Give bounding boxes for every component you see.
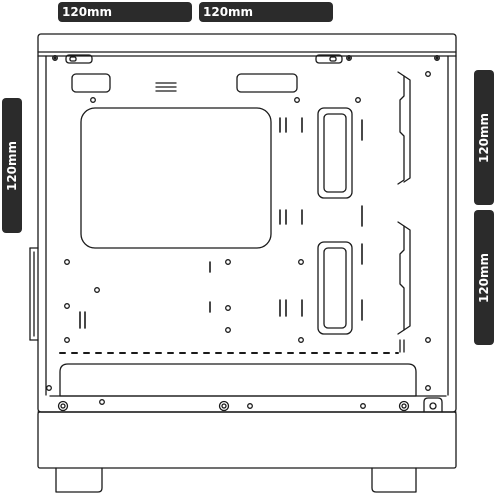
cpu-cutout <box>80 107 272 249</box>
case-foot-right <box>371 467 417 493</box>
front-fan-rails <box>397 71 411 353</box>
top-screw-slots <box>52 54 440 64</box>
front-fan-label-lower: 120mm <box>474 210 494 345</box>
case-outline <box>37 33 457 413</box>
standoff-holes <box>46 71 431 409</box>
bottom-screw-holes <box>57 397 443 413</box>
top-fan-label-left-text: 120mm <box>62 5 113 19</box>
front-fan-label-upper: 120mm <box>474 70 494 205</box>
top-fan-label-right-text: 120mm <box>203 5 254 19</box>
case-foot-left <box>55 467 103 493</box>
psu-shroud <box>59 363 417 397</box>
top-fan-label-left: 120mm <box>58 2 192 22</box>
vertical-slots <box>79 117 363 329</box>
rear-fan-label: 120mm <box>2 98 22 233</box>
top-fan-label-right: 120mm <box>199 2 333 22</box>
bottom-panel <box>37 411 457 469</box>
